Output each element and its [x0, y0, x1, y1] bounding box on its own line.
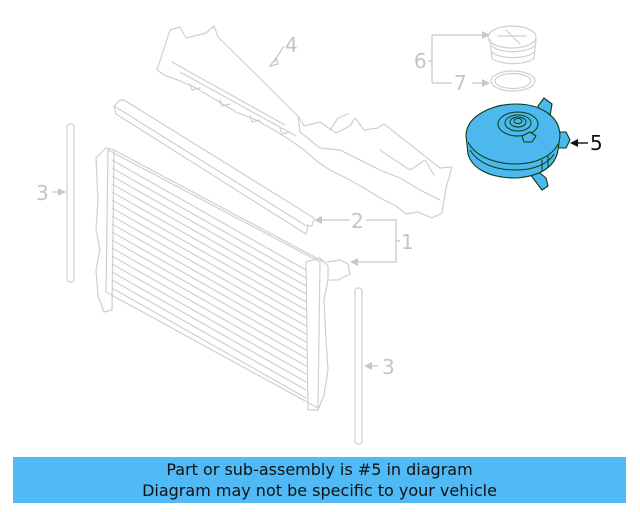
part-3-strip-left[interactable] — [66, 123, 75, 283]
banner-line-2: Diagram may not be specific to your vehi… — [142, 481, 497, 500]
part-6-cap[interactable] — [487, 25, 537, 65]
part-3-strip-right[interactable] — [354, 287, 363, 445]
part-2-seal[interactable] — [113, 99, 315, 235]
callout-7[interactable]: 7 — [454, 71, 467, 95]
part-1-radiator[interactable] — [95, 147, 351, 411]
callout-3-right[interactable]: 3 — [382, 355, 395, 379]
info-banner: Part or sub-assembly is #5 in diagram Di… — [13, 457, 626, 503]
callout-2[interactable]: 2 — [351, 209, 364, 233]
callout-6[interactable]: 6 — [414, 49, 427, 73]
callout-lines — [52, 31, 588, 370]
callout-3-left[interactable]: 3 — [36, 181, 49, 205]
banner-line-1: Part or sub-assembly is #5 in diagram — [166, 460, 473, 479]
part-7-ring[interactable] — [490, 70, 536, 92]
callout-5[interactable]: 5 — [590, 131, 603, 155]
part-4-air-guide[interactable] — [156, 25, 453, 219]
part-5-expansion-tank[interactable] — [465, 97, 571, 191]
callout-4[interactable]: 4 — [285, 33, 298, 57]
callout-1[interactable]: 1 — [401, 230, 414, 254]
